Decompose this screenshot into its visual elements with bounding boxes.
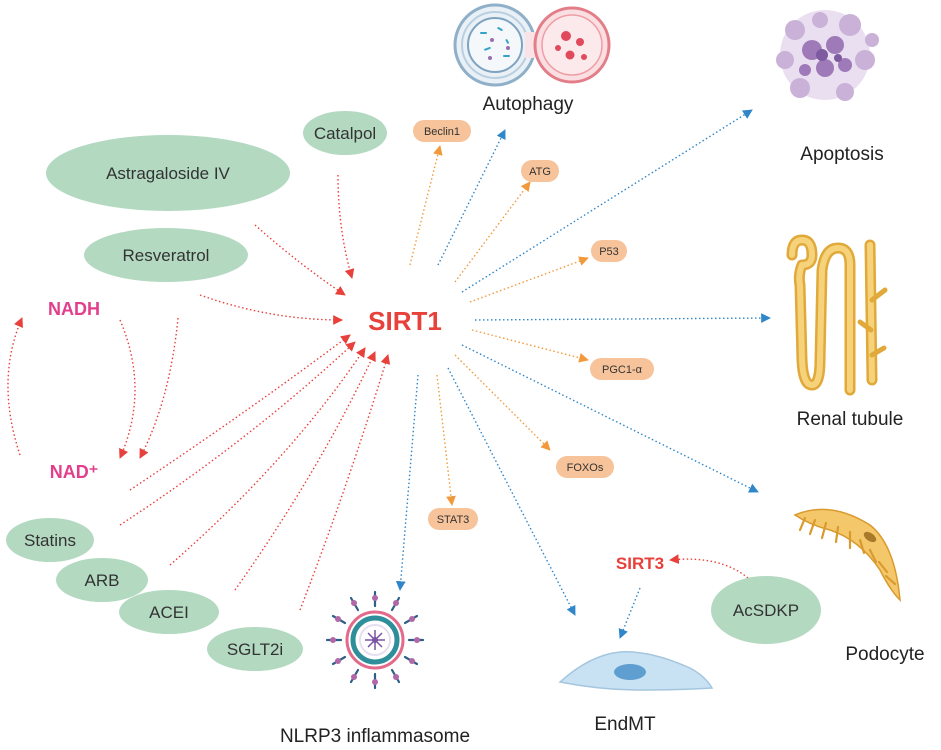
label-apoptosis: Apoptosis <box>800 144 883 165</box>
arrow-sglt2i <box>299 354 391 611</box>
label-catalpol: Catalpol <box>314 124 376 143</box>
pill-astragaloside: Astragaloside IV <box>46 135 290 211</box>
arrow-nadh-to-nad <box>119 319 136 459</box>
nad-cycle-arrows <box>7 317 179 459</box>
endothelial-cell-icon <box>558 651 714 691</box>
label-beclin1: Beclin1 <box>424 126 460 138</box>
arrow-nad-to-nadh <box>7 317 23 456</box>
label-acei: ACEI <box>149 603 189 622</box>
arrow-to-pgc1a <box>471 329 589 363</box>
sirt1-label: SIRT1 <box>368 306 442 336</box>
label-pgc1a: PGC1-α <box>602 364 643 376</box>
arrow-to-autophagy <box>437 129 506 266</box>
arrow-to-nlrp3 <box>395 374 419 591</box>
cell-fusion-icon <box>453 3 611 87</box>
pill-acei: ACEI <box>119 590 219 634</box>
mediator-arrows <box>409 145 589 506</box>
arrow-to-podocyte <box>461 344 759 493</box>
outcome-arrows <box>395 109 771 639</box>
arrow-arb <box>169 347 366 566</box>
arrow-to-atg <box>454 181 531 283</box>
label-arb: ARB <box>85 571 120 590</box>
label-podocyte: Podocyte <box>845 644 924 665</box>
arrow-resveratrol <box>199 294 343 325</box>
label-renal-tubule: Renal tubule <box>797 409 904 430</box>
pill-acsdkp: AcSDKP <box>711 576 821 644</box>
pill-foxos: FOXOs <box>556 456 614 478</box>
pill-catalpol: Catalpol <box>303 111 387 155</box>
pill-statins: Statins <box>6 518 94 562</box>
nadh-label: NADH <box>48 299 100 319</box>
pill-p53: P53 <box>591 240 627 262</box>
pill-resveratrol: Resveratrol <box>84 228 248 282</box>
arrow-to-beclin1 <box>409 145 443 266</box>
label-statins: Statins <box>24 531 76 550</box>
pill-sglt2i: SGLT2i <box>207 627 303 671</box>
nad-label: NAD⁺ <box>50 462 99 482</box>
pill-atg: ATG <box>521 160 559 182</box>
renal-tubule-icon <box>786 234 888 396</box>
inflammasome-icon <box>325 590 425 690</box>
arrow-to-endmt <box>447 367 576 616</box>
label-endmt: EndMT <box>594 714 656 735</box>
label-foxos: FOXOs <box>567 462 604 474</box>
pill-arb: ARB <box>56 558 148 602</box>
arrow-sirt3-to-endmt <box>618 587 641 639</box>
sirt3-label: SIRT3 <box>616 554 664 573</box>
arrow-statins <box>119 341 356 526</box>
pill-beclin1: Beclin1 <box>413 120 471 142</box>
label-astragaloside: Astragaloside IV <box>106 164 230 183</box>
arrow-to-stat3 <box>436 374 456 506</box>
mediator-pills: Beclin1 ATG P53 PGC1-α FOXOs STAT3 <box>413 120 654 530</box>
label-acsdkp: AcSDKP <box>733 601 799 620</box>
label-nlrp3: NLRP3 inflammasome <box>280 726 470 747</box>
podocyte-icon <box>793 508 901 602</box>
arrow-resveratrol-to-nad <box>139 317 179 459</box>
arrow-to-apoptosis <box>461 109 753 293</box>
arrow-to-p53 <box>469 256 589 303</box>
pill-pgc1a: PGC1-α <box>590 358 654 380</box>
label-stat3: STAT3 <box>437 514 470 526</box>
activator-arrows <box>119 174 391 611</box>
arrow-catalpol <box>337 174 355 279</box>
apoptotic-cell-icon <box>776 10 879 101</box>
label-atg: ATG <box>529 166 551 178</box>
arrow-astragaloside <box>254 224 346 296</box>
arrow-to-renal-tubule <box>474 313 771 323</box>
arrow-acsdkp-to-sirt3 <box>669 554 749 579</box>
label-p53: P53 <box>599 246 619 258</box>
label-autophagy: Autophagy <box>483 94 574 115</box>
arrow-acei <box>234 351 376 591</box>
pill-stat3: STAT3 <box>428 508 478 530</box>
arrow-nad <box>129 334 351 491</box>
arrow-to-foxos <box>454 354 551 451</box>
label-resveratrol: Resveratrol <box>123 246 210 265</box>
activator-pills: Catalpol Astragaloside IV Resveratrol St… <box>6 111 821 671</box>
label-sglt2i: SGLT2i <box>227 640 283 659</box>
